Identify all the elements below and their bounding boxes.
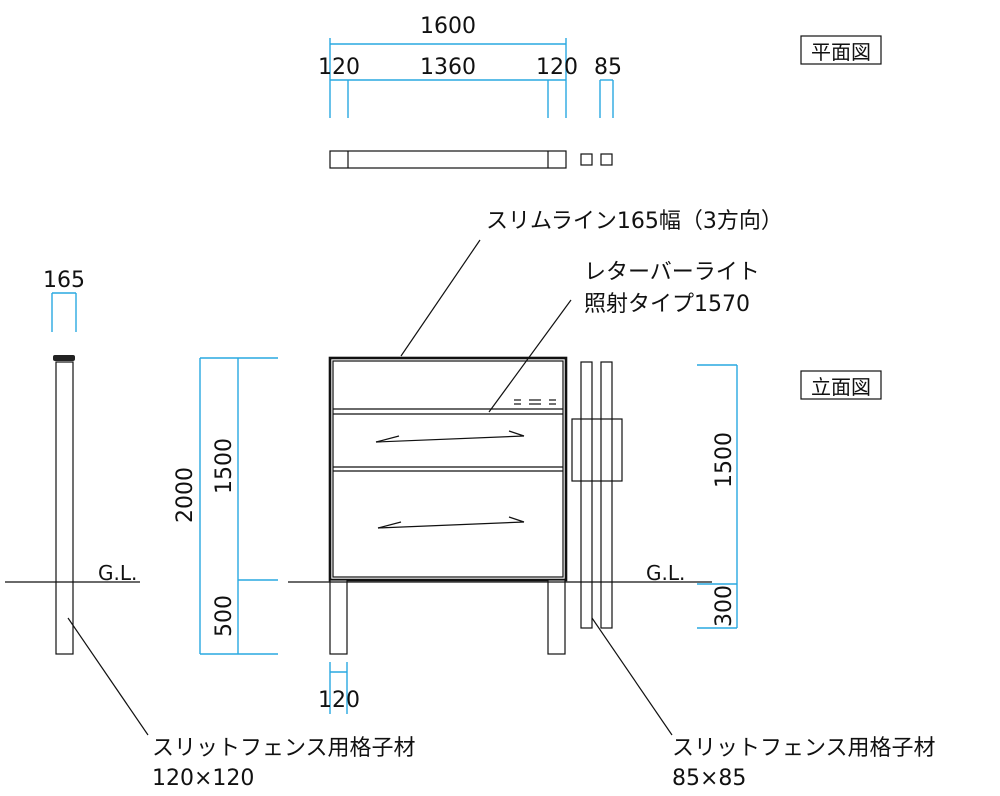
front-elevation: G.L. 120 [288,356,712,714]
leader-slim-line [400,239,481,357]
panel-arrow-upper [375,430,525,443]
leader-letterbar [488,299,572,413]
mailbox-side [571,418,623,482]
plan-view: 1600 120 1360 120 85 平面図 [318,14,882,169]
side-post [55,361,74,655]
note-slit-left-2: 120×120 [152,766,254,791]
dim-left-total: 2000 [173,467,198,523]
note-letterbar-2: 照射タイプ1570 [584,292,750,317]
dim-top-left: 120 [318,55,360,80]
plan-lattice-square-1 [580,153,593,166]
dim-right-lower: 300 [712,585,737,627]
lattice-bar-1 [580,361,593,629]
note-slit-left-1: スリットフェンス用格子材 [152,736,416,761]
dim-top-right: 120 [536,55,578,80]
plan-view-label-box [800,35,882,65]
elevation-right-dimensions: 1500 300 立面図 [697,364,882,629]
leader-slit-left [67,617,149,736]
plan-lattice-square-2 [600,153,613,166]
dim-top-total: 1600 [420,14,476,39]
elevation-left-dimensions: 2000 1500 500 [173,357,278,655]
side-post-cap [53,355,75,361]
elevation-view-label-box [800,370,882,400]
dim-top-mid: 1360 [420,55,476,80]
note-slit-right-1: スリットフェンス用格子材 [672,736,936,761]
dim-left-upper: 1500 [212,438,237,494]
elevation-view-label: 立面図 [811,375,871,399]
dim-top-small: 85 [594,55,622,80]
note-letterbar-1: レターバーライト [584,260,760,285]
dim-left-lower: 500 [212,595,237,637]
leader-slit-right [591,617,673,736]
plan-beam [329,150,567,169]
annotations: スリムライン165幅（3方向） レターバーライト 照射タイプ1570 スリットフ… [67,209,936,791]
frame-inner [332,360,564,578]
note-slit-right-2: 85×85 [672,766,746,791]
side-view: 165 G.L. [5,268,140,655]
gl-left-label: G.L. [98,561,137,585]
panel-arrow-lower [377,516,525,529]
dim-side-width: 165 [43,268,85,293]
post-right [547,579,566,655]
plan-view-label: 平面図 [811,40,871,64]
letterbar-light-dashes [514,399,556,405]
plan-dimensions [329,38,614,118]
dim-right-upper: 1500 [712,432,737,488]
frame-outline [328,356,568,582]
post-left [329,579,348,655]
note-slim-line: スリムライン165幅（3方向） [486,209,783,234]
lattice-bar-2 [600,361,613,629]
gl-right-label: G.L. [646,561,685,585]
dim-bottom-post: 120 [318,688,360,713]
